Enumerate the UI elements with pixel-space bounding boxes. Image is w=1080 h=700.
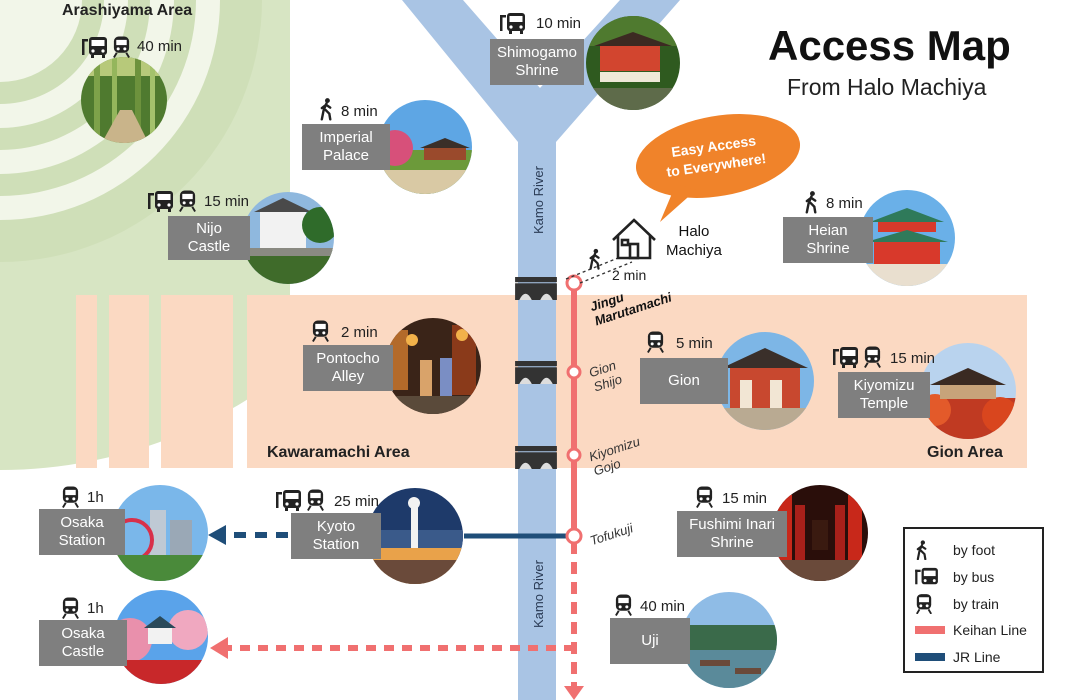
legend-label: Keihan Line xyxy=(953,622,1027,638)
legend-label: by bus xyxy=(953,569,995,585)
destination-time: 15 min xyxy=(204,193,250,210)
destination-time: 10 min xyxy=(536,15,582,32)
destination-heian-shrine: Heian Shrine xyxy=(783,217,873,263)
destination-pontocho-alley: Pontocho Alley xyxy=(303,345,393,391)
photo-heian-shrine xyxy=(859,190,955,286)
destination-kiyomizu-temple: Kiyomizu Temple xyxy=(838,372,930,418)
destination-nijo-castle: Nijo Castle xyxy=(168,216,250,260)
train-icon xyxy=(61,597,80,619)
home-label: Halo Machiya xyxy=(666,223,722,259)
bridge-icon xyxy=(515,361,557,384)
walking-person-icon xyxy=(916,540,927,560)
home-walk-time: 2 min xyxy=(612,267,647,283)
bus-icon xyxy=(500,13,525,34)
destination-imperial-palace: Imperial Palace xyxy=(302,124,390,170)
house-icon xyxy=(612,218,656,260)
river-label-bottom: Kamo River xyxy=(531,560,546,628)
legend-item-jr: JR Line xyxy=(915,646,1000,668)
legend: by foot by bus by train Keihan Line JR L… xyxy=(903,527,1044,673)
destination-kyoto-station: Kyoto Station xyxy=(291,513,381,559)
page-subtitle: From Halo Machiya xyxy=(787,74,987,100)
walking-person-icon xyxy=(589,248,600,270)
destination-time: 1h xyxy=(87,600,104,617)
bus-icon xyxy=(915,567,938,585)
destination-osaka-station: Osaka Station xyxy=(39,509,125,555)
destination-shimogamo-shrine: Shimogamo Shrine xyxy=(490,39,584,85)
station-tofukuji-dot xyxy=(565,527,583,545)
station-kiyomizu-gojo-dot xyxy=(566,447,582,463)
station-dots xyxy=(565,274,583,545)
kamo-river xyxy=(402,0,680,700)
area-label-arashiyama: Arashiyama Area xyxy=(62,2,193,19)
station-gion-shijo-dot xyxy=(566,364,582,380)
train-icon xyxy=(916,594,932,614)
legend-label: JR Line xyxy=(953,649,1001,665)
destination-uji: Uji xyxy=(610,618,690,664)
keihan-line-swatch xyxy=(915,626,945,634)
destination-time: 1h xyxy=(87,489,104,506)
photo-osaka-station xyxy=(112,485,208,581)
destination-time: 2 min xyxy=(341,324,378,341)
legend-item-keihan: Keihan Line xyxy=(915,619,1027,641)
train-icon xyxy=(306,489,325,511)
legend-label: by train xyxy=(953,596,999,612)
photo-fushimi-inari xyxy=(772,485,868,581)
destination-time: 40 min xyxy=(137,38,183,55)
destination-time: 40 min xyxy=(640,598,686,615)
bus-icon xyxy=(276,490,301,511)
legend-label: by foot xyxy=(953,542,996,558)
speech-bubble xyxy=(635,114,801,222)
station-jingu-dot xyxy=(565,274,583,292)
keihan-arrow-down xyxy=(564,686,584,700)
legend-item-bus: by bus xyxy=(915,566,994,588)
destination-time: 15 min xyxy=(722,490,768,507)
destination-time: 25 min xyxy=(334,493,380,510)
destination-time: 8 min xyxy=(341,103,378,120)
destination-time: 5 min xyxy=(676,335,713,352)
river-label-top: Kamo River xyxy=(531,166,546,234)
walking-person-icon xyxy=(805,190,817,214)
area-label-kawaramachi: Kawaramachi Area xyxy=(267,444,410,461)
destination-osaka-castle: Osaka Castle xyxy=(39,620,127,666)
destination-time: 8 min xyxy=(826,195,863,212)
photo-pontocho-alley xyxy=(385,318,481,414)
train-icon xyxy=(61,486,80,508)
keihan-arrow-left xyxy=(210,637,228,659)
destination-time: 15 min xyxy=(890,350,936,367)
destination-fushimi-inari-shrine: Fushimi Inari Shrine xyxy=(677,511,787,557)
bridge-icon xyxy=(515,277,557,300)
jr-arrow xyxy=(208,525,226,545)
train-icon xyxy=(614,594,633,616)
train-icon xyxy=(695,486,714,508)
photo-shimogamo-shrine xyxy=(586,16,680,110)
legend-item-train: by train xyxy=(915,593,999,615)
photo-kyoto-station xyxy=(367,488,463,584)
photo-nijo-castle xyxy=(242,192,334,284)
legend-item-foot: by foot xyxy=(915,539,995,561)
area-label-gion: Gion Area xyxy=(927,444,1003,461)
jr-line-swatch xyxy=(915,653,945,661)
photo-gion xyxy=(716,332,814,430)
photo-uji xyxy=(681,592,777,688)
page-title: Access Map xyxy=(768,22,1011,69)
destination-gion: Gion xyxy=(640,358,728,404)
bridge-icon xyxy=(515,446,557,469)
